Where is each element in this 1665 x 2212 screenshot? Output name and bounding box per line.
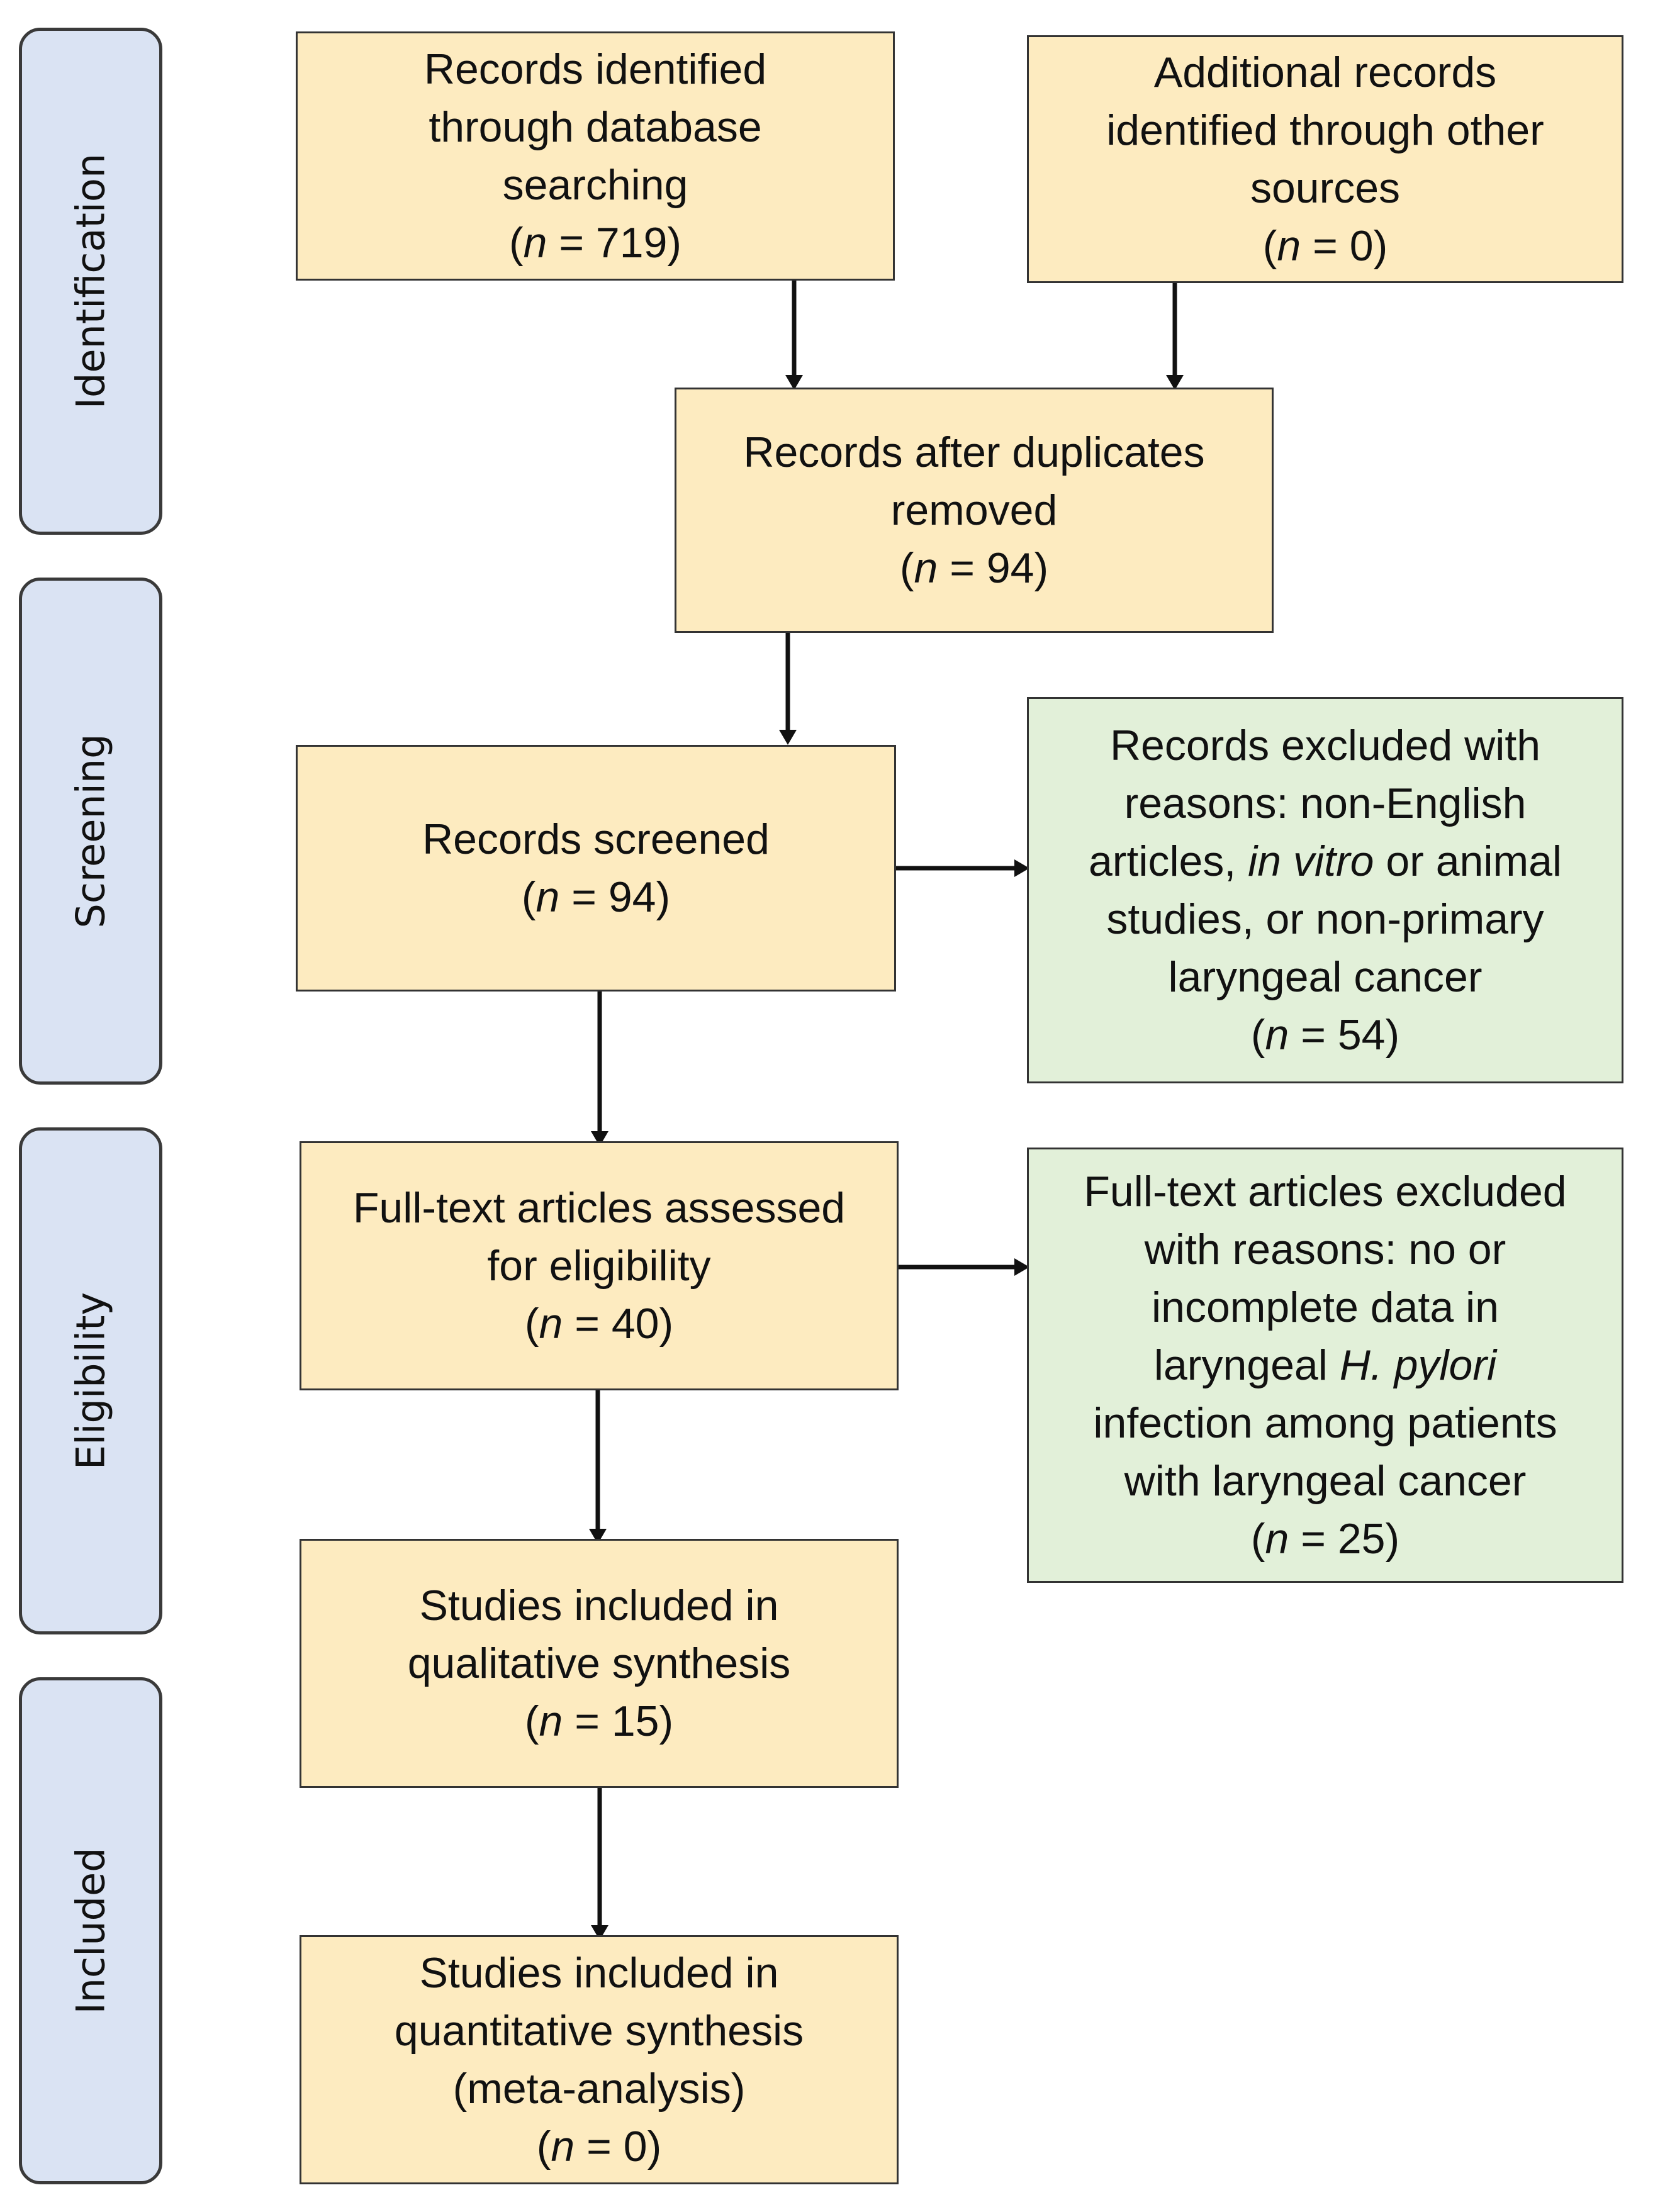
phase-screening: Screening	[19, 578, 162, 1085]
box-fulltext-excluded-count: (n = 25)	[1250, 1515, 1400, 1563]
arrowhead-duplicates-to-screened	[779, 730, 797, 745]
box-database-search-line: searching	[502, 161, 688, 209]
box-quantitative-synthesis: Studies included in quantitative synthes…	[300, 1935, 899, 2184]
box-records-excluded-line: Records excluded with	[1109, 722, 1541, 769]
box-database-search-line: through database	[429, 103, 762, 151]
box-records-excluded-line: studies, or non-primary	[1106, 895, 1544, 943]
box-qualitative-synthesis: Studies included in qualitative synthesi…	[300, 1539, 899, 1788]
box-quantitative-synthesis-line: quantitative synthesis	[394, 2007, 804, 2055]
box-fulltext-assessed: Full-text articles assessed for eligibil…	[300, 1141, 899, 1390]
box-fulltext-assessed-count: (n = 40)	[524, 1300, 674, 1348]
box-quantitative-synthesis-line: (meta-analysis)	[452, 2065, 746, 2113]
box-duplicates-removed-count: (n = 94)	[899, 544, 1049, 592]
box-duplicates-removed: Records after duplicates removed (n = 94…	[675, 388, 1274, 633]
box-records-excluded-line: articles, in vitro or animal	[1088, 837, 1562, 885]
box-records-excluded: Records excluded with reasons: non-Engli…	[1027, 697, 1623, 1083]
box-fulltext-excluded-line: laryngeal H. pylori	[1153, 1341, 1497, 1389]
box-fulltext-excluded-line: with reasons: no or	[1144, 1226, 1506, 1273]
box-records-excluded-line: laryngeal cancer	[1168, 953, 1483, 1001]
box-qualitative-synthesis-count: (n = 15)	[524, 1697, 674, 1745]
box-other-sources: Additional records identified through ot…	[1027, 35, 1623, 283]
arrowhead-screened-to-fulltext	[591, 1131, 608, 1146]
arrowhead-fulltext-to-qualitative	[589, 1529, 607, 1544]
box-fulltext-excluded-line: with laryngeal cancer	[1124, 1457, 1527, 1505]
arrowhead-db-to-duplicates	[785, 375, 803, 390]
box-records-screened: Records screened (n = 94)	[296, 745, 896, 991]
box-qualitative-synthesis-line: Studies included in	[419, 1582, 779, 1629]
arrowhead-screened-to-excluded	[1014, 859, 1029, 877]
box-duplicates-removed-line: removed	[890, 486, 1058, 534]
box-database-search-count: (n = 719)	[508, 219, 682, 267]
box-database-search-line: Records identified	[423, 45, 767, 93]
box-records-excluded-count: (n = 54)	[1250, 1011, 1400, 1059]
box-qualitative-synthesis-line: qualitative synthesis	[407, 1639, 791, 1687]
phase-eligibility: Eligibility	[19, 1127, 162, 1634]
box-other-sources-line: Additional records	[1153, 48, 1497, 96]
box-quantitative-synthesis-line: Studies included in	[419, 1949, 779, 1997]
box-fulltext-assessed-line: for eligibility	[487, 1242, 711, 1290]
box-fulltext-excluded-line: incomplete data in	[1152, 1283, 1499, 1331]
box-quantitative-synthesis-count: (n = 0)	[536, 2123, 662, 2170]
box-records-excluded-line: reasons: non-English	[1124, 779, 1527, 827]
arrowhead-other-to-duplicates	[1166, 375, 1184, 390]
phase-identification: Identification	[19, 28, 162, 535]
box-records-screened-line: Records screened	[422, 815, 770, 863]
box-other-sources-line: identified through other	[1106, 106, 1544, 154]
arrowhead-fulltext-to-excluded	[1014, 1258, 1029, 1276]
phase-included: Included	[19, 1677, 162, 2184]
box-fulltext-excluded-line: infection among patients	[1093, 1399, 1557, 1447]
box-fulltext-excluded: Full-text articles excluded with reasons…	[1027, 1148, 1623, 1583]
box-records-screened-count: (n = 94)	[521, 873, 671, 921]
box-fulltext-assessed-line: Full-text articles assessed	[352, 1184, 846, 1232]
box-database-search: Records identified through database sear…	[296, 31, 895, 281]
box-other-sources-count: (n = 0)	[1262, 222, 1388, 270]
box-fulltext-excluded-line: Full-text articles excluded	[1084, 1168, 1567, 1215]
arrowhead-qualitative-to-quantitative	[591, 1925, 608, 1940]
box-duplicates-removed-line: Records after duplicates	[743, 428, 1205, 476]
box-other-sources-line: sources	[1250, 164, 1401, 212]
